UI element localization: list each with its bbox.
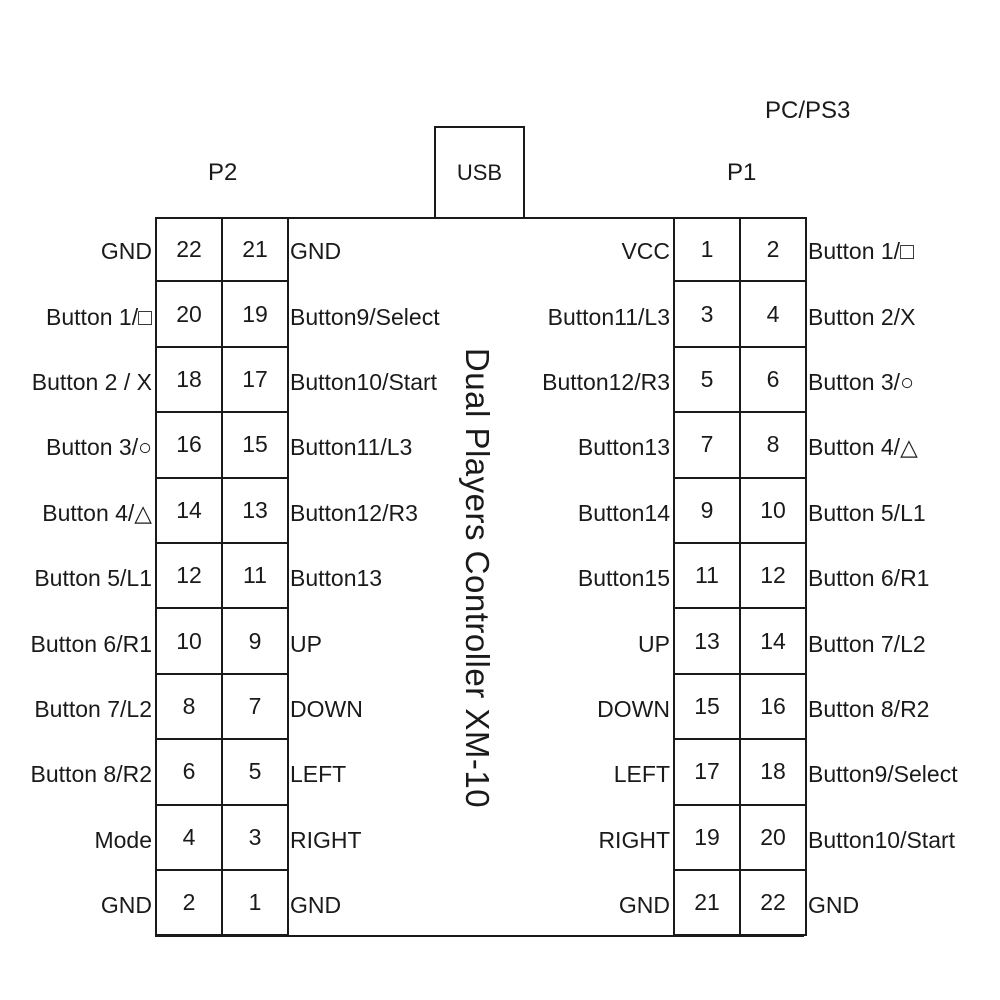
p2-pin-label: Button 6/R1 <box>30 630 152 657</box>
p2-pin-9: 9 <box>223 609 289 675</box>
p2-pin-label: DOWN <box>290 696 363 722</box>
p2-pin-16: 16 <box>157 413 223 479</box>
p2-pin-label: Button10/Start <box>290 369 438 395</box>
p1-pin-label: Button12/R3 <box>542 369 670 395</box>
p2-pin-4: 4 <box>157 805 223 871</box>
p1-pin-label: UP <box>638 630 670 657</box>
p1-pin-label: Button13 <box>577 434 670 461</box>
p1-pin-label: Button 2/X <box>808 303 916 330</box>
p1-pin-label: Button14 <box>577 499 670 526</box>
p2-pin-label: Mode <box>94 826 152 853</box>
p2-pin-10: 10 <box>157 609 223 675</box>
p1-pin-label: Button 3/○ <box>808 369 914 395</box>
p1-pin-label: Button 4/△ <box>808 434 918 461</box>
p1-pin-18: 18 <box>741 740 807 806</box>
p1-pin-3: 3 <box>675 282 741 348</box>
p1-pin-16: 16 <box>741 674 807 741</box>
p2-pin-18: 18 <box>157 347 223 414</box>
p1-pin-2: 2 <box>741 217 807 283</box>
p2-pin-11: 11 <box>223 543 289 610</box>
p2-pin-label: GND <box>100 892 152 919</box>
p2-pin-7: 7 <box>223 674 289 741</box>
p1-pin-13: 13 <box>675 609 741 675</box>
p2-pin-1: 1 <box>223 870 289 937</box>
usb-label: USB <box>456 159 503 185</box>
p2-label: P2 <box>208 159 238 186</box>
p2-pin-12: 12 <box>157 543 223 610</box>
p2-pin-20: 20 <box>157 282 223 348</box>
p1-pin-label: Button 8/R2 <box>808 696 930 722</box>
p2-pin-6: 6 <box>157 740 223 806</box>
p1-pin-10: 10 <box>741 478 807 544</box>
p1-pin-label: Button 1/□ <box>808 238 914 265</box>
p1-pin-14: 14 <box>741 609 807 675</box>
p1-pin-6: 6 <box>741 347 807 414</box>
p2-pin-5: 5 <box>223 740 289 806</box>
p1-pin-15: 15 <box>675 674 741 741</box>
p1-pin-17: 17 <box>675 740 741 806</box>
p1-pin-label: Button10/Start <box>808 826 956 853</box>
p2-pin-21: 21 <box>223 217 289 283</box>
p2-pin-22: 22 <box>157 217 223 283</box>
p1-pin-5: 5 <box>675 347 741 414</box>
p1-pin-21: 21 <box>675 870 741 937</box>
p1-pin-label: Button15 <box>577 565 670 592</box>
p2-pin-label: Button 7/L2 <box>34 696 152 722</box>
p2-pin-label: Button 3/○ <box>46 434 152 461</box>
p1-pin-7: 7 <box>675 413 741 479</box>
p1-pin-8: 8 <box>741 413 807 479</box>
p2-pin-label: GND <box>100 238 152 265</box>
p2-pin-8: 8 <box>157 674 223 741</box>
p2-pin-19: 19 <box>223 282 289 348</box>
p1-pin-12: 12 <box>741 543 807 610</box>
p2-pin-14: 14 <box>157 478 223 544</box>
p2-pin-label: UP <box>290 630 322 657</box>
mode-label: PC/PS3 <box>765 97 851 124</box>
p1-pin-label: Button 6/R1 <box>808 565 930 592</box>
p1-pin-1: 1 <box>675 217 741 283</box>
p1-pin-label: Button11/L3 <box>547 303 670 330</box>
p2-pin-label: Button11/L3 <box>290 434 413 461</box>
p2-pin-label: Button 1/□ <box>46 303 152 330</box>
p1-label: P1 <box>727 159 757 186</box>
p2-pin-label: RIGHT <box>290 826 362 853</box>
p1-pin-label: Button 7/L2 <box>808 630 926 657</box>
p2-pin-label: Button 4/△ <box>42 499 152 526</box>
p2-pin-label: Button 8/R2 <box>30 761 152 788</box>
p2-pin-label: GND <box>290 892 342 919</box>
p2-pin-label: Button 5/L1 <box>34 565 152 592</box>
p1-pin-label: VCC <box>621 238 670 265</box>
p2-pin-17: 17 <box>223 347 289 414</box>
p1-pin-11: 11 <box>675 543 741 610</box>
p1-pin-label: Button 5/L1 <box>808 499 926 526</box>
p1-pin-4: 4 <box>741 282 807 348</box>
p1-pin-label: LEFT <box>613 761 670 788</box>
p2-pin-label: LEFT <box>290 761 347 788</box>
board-title: Dual Players Controller XM-10 <box>459 347 496 809</box>
p2-pin-label: GND <box>290 238 342 265</box>
p1-pin-20: 20 <box>741 805 807 871</box>
p2-pin-15: 15 <box>223 413 289 479</box>
p1-pin-label: Button9/Select <box>808 761 958 788</box>
p1-pin-9: 9 <box>675 478 741 544</box>
p1-pin-label: GND <box>808 892 860 919</box>
usb-port: USB <box>434 126 525 217</box>
p2-pin-2: 2 <box>157 870 223 937</box>
p1-pin-19: 19 <box>675 805 741 871</box>
p2-pin-label: Button12/R3 <box>290 499 418 526</box>
p2-pin-label: Button9/Select <box>290 303 440 330</box>
p1-pin-label: DOWN <box>597 696 670 722</box>
p1-pin-label: RIGHT <box>598 826 670 853</box>
p2-pin-label: Button 2 / X <box>31 369 152 395</box>
p2-pin-label: Button13 <box>290 565 383 592</box>
p2-pin-13: 13 <box>223 478 289 544</box>
p1-pin-label: GND <box>618 892 670 919</box>
p2-pin-3: 3 <box>223 805 289 871</box>
p1-pin-22: 22 <box>741 870 807 937</box>
